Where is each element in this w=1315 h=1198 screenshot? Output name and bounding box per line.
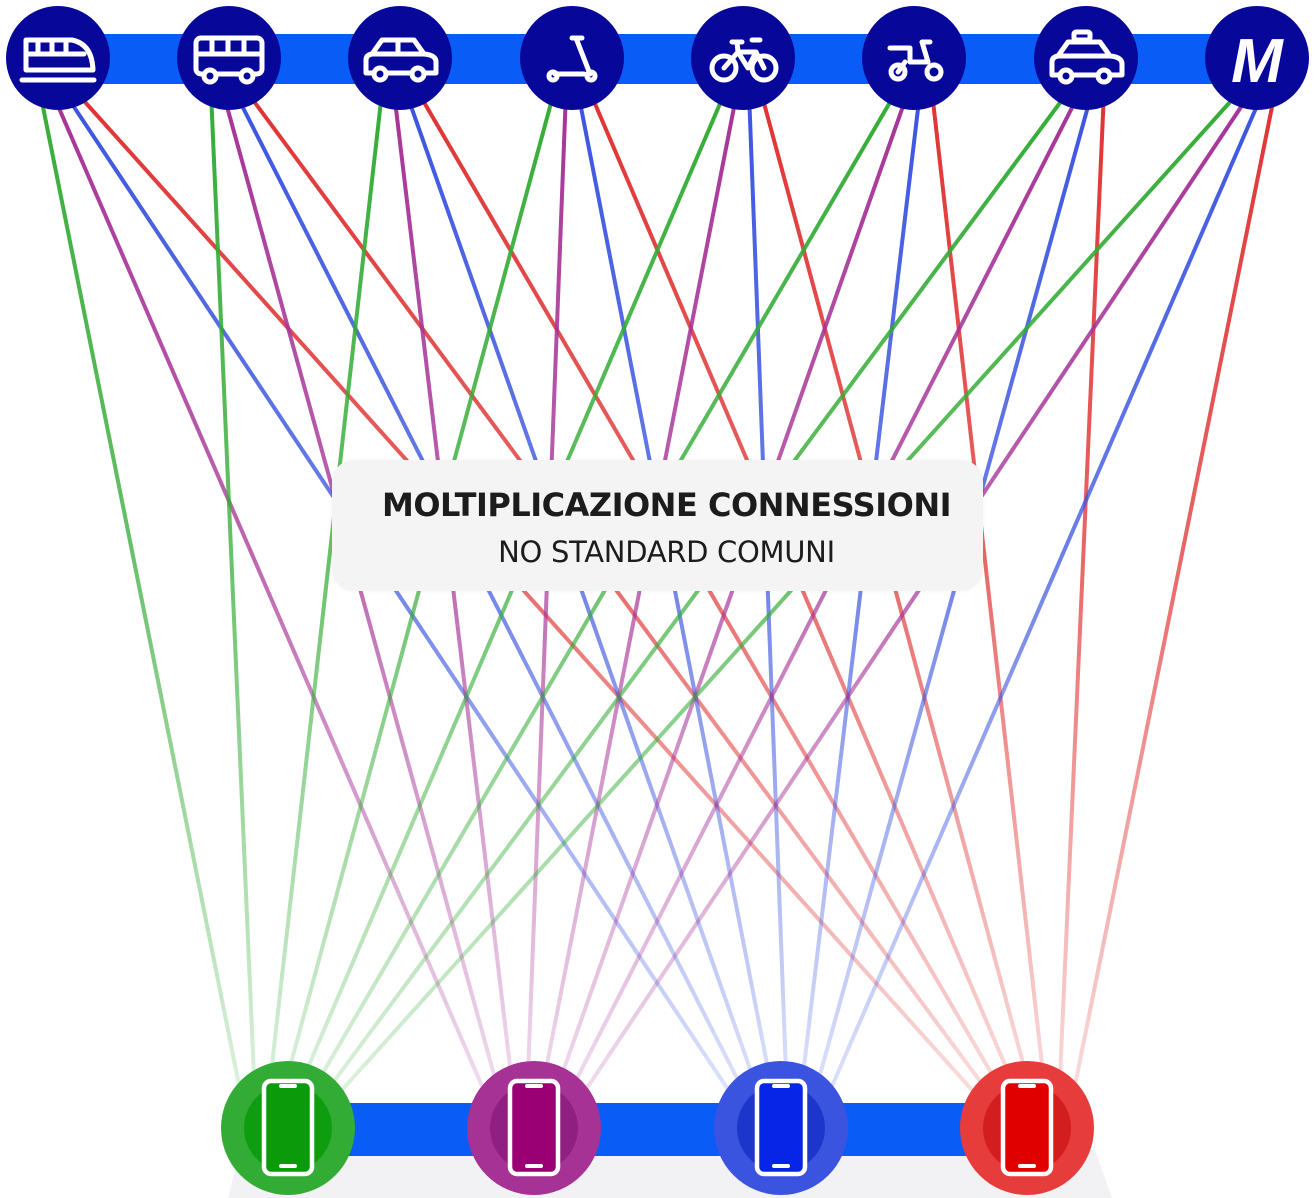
connection-car-to-app-blue (404, 91, 763, 1101)
connection-bike-to-app-blue (747, 91, 789, 1101)
connection-train-to-app-red (74, 90, 983, 1102)
connection-train-to-app-green (38, 91, 244, 1101)
smartphone-icon (507, 1078, 561, 1177)
connection-scooter-to-app-red (588, 91, 1022, 1101)
connection-metro-to-app-red (1070, 91, 1277, 1101)
message-subtitle: NO STANDARD COMUNI (498, 535, 835, 569)
smartphone-icon (1000, 1078, 1054, 1177)
connection-scooter-to-app-purple (525, 91, 568, 1101)
connection-lines (38, 90, 1277, 1102)
connection-taxi-to-app-green (318, 90, 1070, 1102)
moped-icon (887, 39, 944, 82)
connection-bus-to-app-blue (233, 91, 750, 1101)
app-green[interactable] (221, 1061, 355, 1195)
connection-bike-to-app-purple (538, 91, 739, 1101)
bicycle-icon (709, 37, 779, 83)
metro-icon: M (1231, 27, 1284, 96)
apps-rail (288, 1103, 1028, 1156)
mobility-service-car[interactable] (348, 6, 452, 110)
train-icon (19, 37, 97, 83)
message-title: MOLTIPLICAZIONE CONNESSIONI (381, 486, 952, 524)
app-blue[interactable] (714, 1061, 848, 1195)
car-icon (363, 37, 439, 83)
connection-bus-to-app-red (245, 90, 996, 1102)
connection-taxi-to-app-blue (811, 91, 1094, 1101)
mobility-service-bike[interactable] (691, 6, 795, 110)
connection-moped-to-app-red (930, 91, 1048, 1101)
connection-taxi-to-app-purple (564, 91, 1082, 1101)
app-red[interactable] (960, 1061, 1094, 1195)
app-purple[interactable] (467, 1061, 601, 1195)
connection-moped-to-app-blue (798, 91, 922, 1101)
connection-bus-to-app-green (209, 91, 257, 1101)
connection-scooter-to-app-green (279, 91, 556, 1101)
connection-bike-to-app-green (292, 91, 727, 1101)
connection-car-to-app-red (416, 90, 1009, 1102)
connection-bus-to-app-purple (221, 91, 503, 1101)
mobility-service-train[interactable] (6, 6, 110, 110)
connection-car-to-app-purple (392, 91, 516, 1101)
kick-scooter-icon (546, 35, 598, 83)
connection-bike-to-app-red (759, 91, 1035, 1101)
message-box: MOLTIPLICAZIONE CONNESSIONI NO STANDARD … (332, 460, 983, 591)
mobility-service-scooter[interactable] (520, 6, 624, 110)
connection-metro-to-app-green (331, 90, 1241, 1102)
apps-platform (228, 1150, 1112, 1198)
connection-taxi-to-app-red (1057, 91, 1106, 1101)
connection-car-to-app-green (266, 91, 384, 1101)
mobility-service-taxi[interactable] (1034, 6, 1138, 110)
mobility-service-metro[interactable]: M (1205, 6, 1309, 110)
connection-scooter-to-app-blue (576, 91, 776, 1101)
connection-moped-to-app-purple (551, 91, 910, 1101)
bus-icon (193, 35, 265, 85)
mobility-service-bus[interactable] (177, 6, 281, 110)
smartphone-icon (754, 1078, 808, 1177)
connection-metro-to-app-purple (577, 90, 1253, 1102)
connection-train-to-app-purple (50, 91, 490, 1101)
taxi-icon (1049, 29, 1125, 85)
mobility-service-moped[interactable] (862, 6, 966, 110)
connection-train-to-app-blue (62, 90, 737, 1102)
connection-moped-to-app-green (305, 90, 898, 1102)
smartphone-icon (261, 1078, 315, 1177)
connection-metro-to-app-blue (824, 91, 1265, 1101)
